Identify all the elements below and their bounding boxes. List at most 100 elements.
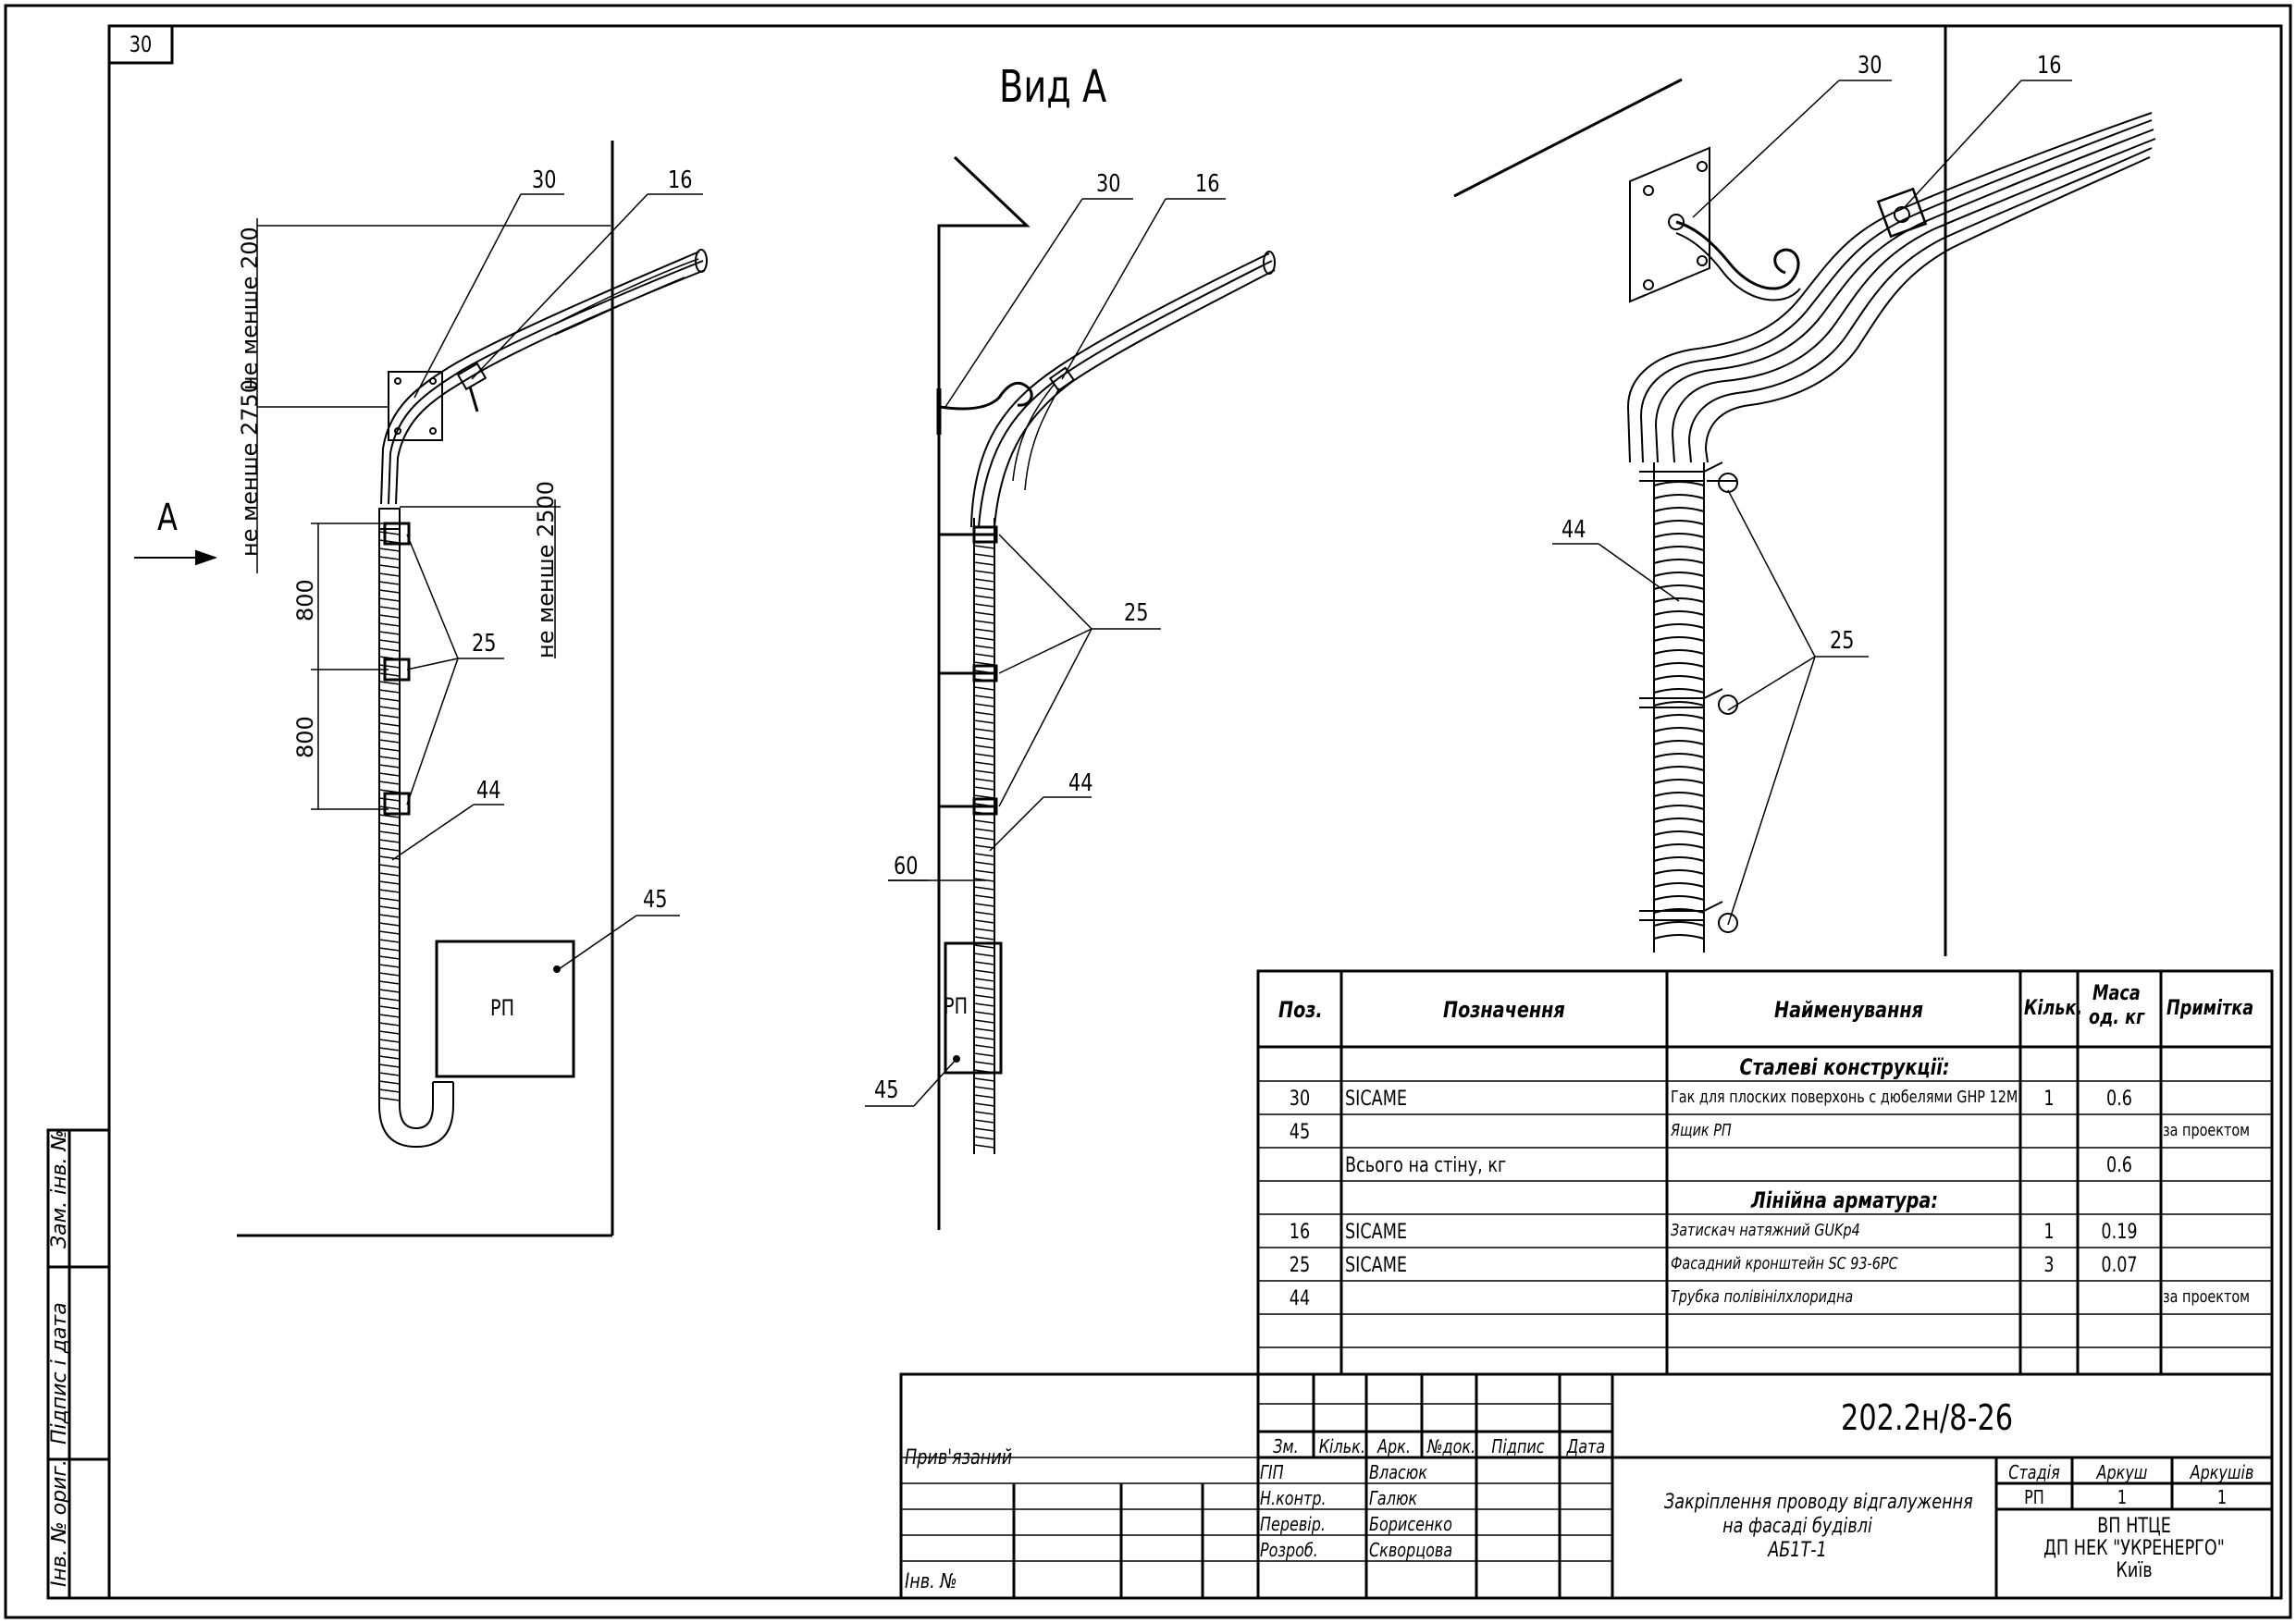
front-dim-min2500: не менше 2500	[533, 480, 559, 658]
titleblock-role: Розроб.	[1260, 1539, 1318, 1561]
view-title: Вид А	[999, 61, 1107, 113]
front-callout-25: 25	[472, 630, 497, 658]
spec-cell-mass: 0.6	[2106, 1154, 2132, 1177]
titleblock-header: Зм.	[1273, 1435, 1299, 1457]
spec-header-qty: Кільк.	[2024, 997, 2083, 1020]
side-leaders	[865, 198, 1226, 1107]
spec-cell-mass: 0.07	[2101, 1254, 2138, 1277]
front-dim-min2750: не менше 2750	[237, 378, 263, 557]
spec-cell-qty: 1	[2043, 1221, 2055, 1244]
front-callout-45: 45	[643, 886, 668, 914]
iso-callout-30: 30	[1858, 52, 1882, 80]
front-dim-800b: 800	[292, 716, 318, 758]
iso-callout-25: 25	[1830, 627, 1855, 655]
sheet-number-box	[107, 24, 174, 65]
spec-cell-mass: 0.19	[2101, 1221, 2138, 1244]
sheets-value: 1	[2216, 1486, 2228, 1508]
side-wall-profile	[937, 155, 1031, 1230]
spec-header-name: Найменування	[1774, 997, 1923, 1023]
front-callout-30: 30	[532, 166, 557, 194]
side-rp-box	[944, 941, 1003, 1075]
spec-cell-designation: SICAME	[1345, 1221, 1407, 1244]
titleblock-header: Арк.	[1377, 1435, 1411, 1457]
front-callout-44: 44	[476, 777, 501, 805]
side-callout-45: 45	[874, 1076, 899, 1104]
spec-header-mass: Маса	[2092, 982, 2141, 1005]
front-conduit	[378, 508, 454, 1149]
iso-brackets	[1639, 461, 1738, 933]
spec-header-designation: Позначення	[1443, 997, 1565, 1023]
spec-cell-qty: 3	[2043, 1254, 2055, 1277]
doc-code: 202.2н/8-26	[1841, 1397, 2014, 1438]
linked-label: Прив'язаний	[905, 1446, 1013, 1469]
side-callout-25: 25	[1124, 599, 1149, 627]
stage-label: Стадія	[2008, 1461, 2060, 1483]
title-block	[899, 1372, 2274, 1600]
spec-cell-qty: 1	[2043, 1088, 2055, 1111]
front-view	[134, 141, 708, 1237]
side-stamp	[46, 1128, 111, 1600]
side-callout-44: 44	[1068, 769, 1093, 797]
spec-header-pos: Поз.	[1278, 997, 1323, 1023]
side-dim-60: 60	[894, 853, 919, 880]
spec-cell-pos: 44	[1289, 1287, 1311, 1310]
stamp-sign-date: Підпис і дата	[48, 1302, 71, 1445]
spec-cell-mass: 0.6	[2106, 1088, 2132, 1111]
spec-cell-name: Сталеві конструкції:	[1739, 1054, 1950, 1080]
outer-frame	[4, 4, 2292, 1619]
front-dim-800a: 800	[292, 579, 318, 621]
front-dimensions	[256, 218, 611, 810]
front-hook-plate	[388, 371, 443, 441]
side-view	[865, 155, 1276, 1230]
spec-cell-pos: 30	[1289, 1088, 1311, 1111]
spec-cell-pos: 25	[1289, 1254, 1311, 1277]
titleblock-header: №док.	[1426, 1435, 1476, 1457]
spec-cell-name: Ящик РП	[1671, 1121, 1732, 1140]
titleblock-person: Борисенко	[1369, 1513, 1452, 1535]
org-line-2: ДП НЕК "УКРЕНЕРГО"	[2043, 1537, 2225, 1560]
spec-cell-pos: 16	[1289, 1221, 1311, 1244]
spec-cell-designation: SICAME	[1345, 1254, 1407, 1277]
spec-cell-name: Гак для плоских поверхонь с дюбелями GHP…	[1671, 1088, 2018, 1107]
spec-cell-note: за проектом	[2163, 1287, 2251, 1307]
front-rp-box	[435, 940, 575, 1078]
stage-value: РП	[2024, 1486, 2044, 1508]
iso-cables	[1626, 112, 2156, 463]
spec-cell-pos: 45	[1289, 1121, 1311, 1144]
titleblock-header: Дата	[1566, 1435, 1606, 1457]
titleblock-person: Галюк	[1369, 1487, 1418, 1509]
titleblock-header: Підпис	[1491, 1435, 1545, 1457]
front-leaders	[391, 193, 703, 970]
spec-cell-note: за проектом	[2163, 1121, 2251, 1140]
front-rp-label: РП	[490, 995, 515, 1021]
sheet-label: Аркуш	[2096, 1461, 2148, 1483]
titleblock-header: Кільк.	[1318, 1435, 1365, 1457]
iso-callout-44: 44	[1562, 516, 1586, 544]
title-line-1: Закріплення проводу відгалуження	[1664, 1491, 1973, 1514]
titleblock-person: Власюк	[1369, 1461, 1427, 1483]
sheet-value: 1	[2117, 1486, 2128, 1508]
spec-cell-designation: Всього на стіну, кг	[1345, 1154, 1507, 1177]
inner-frame	[107, 24, 2283, 1600]
spec-cell-name: Фасадний кронштейн SC 93-6PC	[1671, 1254, 1898, 1273]
spec-header-mass-unit: од. кг	[2089, 1006, 2145, 1029]
stamp-orig-inv: Інв. № ориг.	[48, 1459, 71, 1587]
spec-cell-name: Лінійна арматура:	[1750, 1187, 1939, 1213]
front-callout-16: 16	[668, 166, 693, 194]
title-line-2: на фасаді будівлі	[1722, 1515, 1872, 1538]
titleblock-role: Н.контр.	[1260, 1487, 1327, 1509]
stamp-replace-inv: Зам. інв. №	[48, 1129, 71, 1249]
sheet-number: 30	[129, 31, 153, 57]
side-callout-16: 16	[1195, 170, 1220, 198]
spec-cell-name: Трубка полівінілхлоридна	[1671, 1287, 1854, 1307]
side-rp-label: РП	[944, 993, 969, 1019]
titleblock-role: ГІП	[1260, 1461, 1284, 1483]
spec-header-note: Примітка	[2166, 997, 2254, 1020]
org-line-3: Київ	[2116, 1559, 2153, 1582]
titleblock-role: Перевір.	[1260, 1513, 1326, 1535]
view-arrow-label: А	[157, 497, 178, 539]
sheets-label: Аркушів	[2190, 1461, 2254, 1483]
front-dim-min200: не менше 200	[237, 227, 263, 390]
inv-no-label: Інв. №	[905, 1570, 957, 1593]
